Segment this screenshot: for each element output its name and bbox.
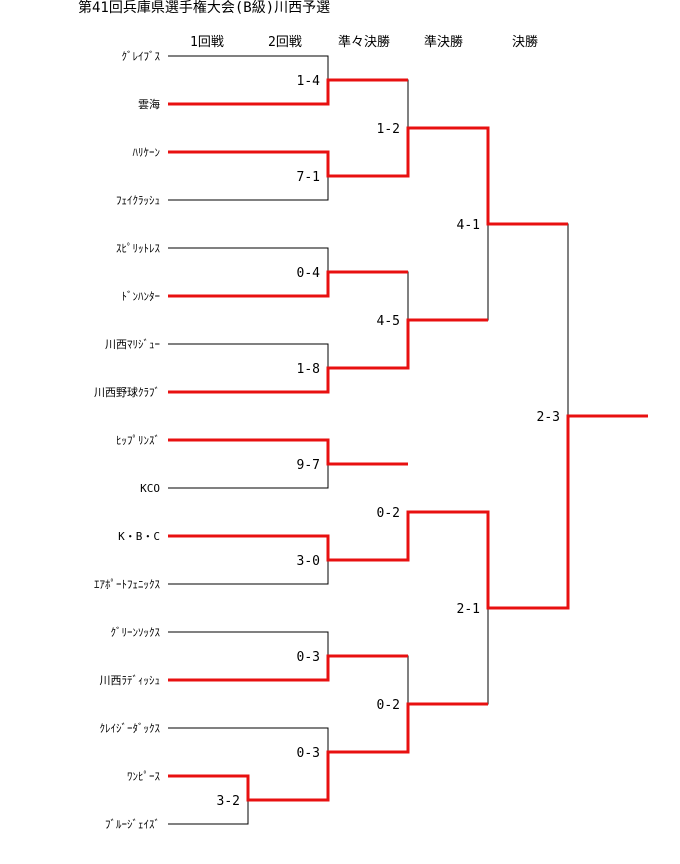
bracket-line xyxy=(328,271,409,320)
round-header-2: 2回戦 xyxy=(268,35,302,50)
bracket-line xyxy=(488,223,569,416)
team-name: ｽﾋﾟﾘｯﾄﾚｽ xyxy=(116,242,160,255)
winner-line xyxy=(168,702,488,802)
winner-line xyxy=(168,126,568,226)
team-name: KCO xyxy=(140,482,160,495)
bracket-line xyxy=(168,560,329,585)
team-name: ﾋｯﾌﾟﾘﾝｽﾞ xyxy=(116,434,160,447)
winner-line xyxy=(168,654,408,682)
team-name: K・B・C xyxy=(118,530,160,543)
bracket-line xyxy=(168,55,329,80)
match-score: 3-2 xyxy=(217,794,240,809)
match-score: 2-1 xyxy=(457,602,480,617)
team-name: ｸﾚｲｼﾞｰﾀﾞｯｸｽ xyxy=(100,722,161,735)
bracket-line xyxy=(168,464,329,489)
winner-line xyxy=(168,270,408,298)
bracket-line xyxy=(168,631,329,656)
team-name: 川西ﾏﾘｼﾞｭｰ xyxy=(105,338,160,351)
bracket-line xyxy=(168,247,329,272)
round-header-quarterfinal: 準々決勝 xyxy=(338,34,390,50)
round-header-final: 決勝 xyxy=(512,35,538,50)
team-name: ｴｱﾎﾟｰﾄﾌｪﾆｯｸｽ xyxy=(94,578,160,591)
bracket-line xyxy=(168,176,329,201)
match-score: 1-4 xyxy=(297,74,321,89)
winner-line xyxy=(168,414,648,610)
match-score: 1-2 xyxy=(377,122,400,137)
match-score: 3-0 xyxy=(297,554,320,569)
round-header-semifinal: 準決勝 xyxy=(424,34,463,50)
match-score: 0-3 xyxy=(297,650,320,665)
match-score: 2-3 xyxy=(537,410,560,425)
match-score: 7-1 xyxy=(297,170,320,185)
team-name: 川西ﾗﾃﾞｨｯｼｭ xyxy=(100,674,161,687)
team-name: ｸﾞﾘｰﾝｿｯｸｽ xyxy=(111,626,161,639)
match-score: 0-3 xyxy=(297,746,320,761)
match-score: 0-2 xyxy=(377,506,400,521)
bracket-line xyxy=(168,727,329,752)
bracket-line xyxy=(408,608,489,705)
match-score: 4-5 xyxy=(377,314,400,329)
team-name: ﾌﾞﾙｰｼﾞｪｲｽﾞ xyxy=(105,818,160,831)
match-score: 9-7 xyxy=(297,458,320,473)
round-header-1: 1回戦 xyxy=(190,35,224,50)
match-score: 0-4 xyxy=(297,266,321,281)
bracket-line xyxy=(328,79,409,128)
winner-line xyxy=(168,438,408,466)
bracket-line xyxy=(168,800,249,825)
team-name: ﾜﾝﾋﾟｰｽ xyxy=(127,770,160,783)
page-title: 第41回兵庫県選手権大会(B級)川西予選 xyxy=(78,0,330,16)
bracket-line xyxy=(408,224,489,321)
bracket-line xyxy=(328,655,409,704)
team-name: 雲海 xyxy=(138,97,160,111)
match-score: 4-1 xyxy=(457,218,480,233)
team-name: 川西野球ｸﾗﾌﾞ xyxy=(94,385,160,399)
team-name: ﾌｪｲｸﾗｯｼｭ xyxy=(116,194,160,207)
match-score: 0-2 xyxy=(377,698,400,713)
match-score: 1-8 xyxy=(297,362,320,377)
team-name: ﾄﾞﾝﾊﾝﾀｰ xyxy=(122,290,161,303)
team-name: ﾊﾘｹｰﾝ xyxy=(133,146,161,159)
bracket-line xyxy=(168,343,329,368)
team-name: ｸﾞﾚｲﾌﾞｽ xyxy=(122,50,161,63)
winner-line xyxy=(168,318,488,394)
winner-line xyxy=(168,78,408,106)
